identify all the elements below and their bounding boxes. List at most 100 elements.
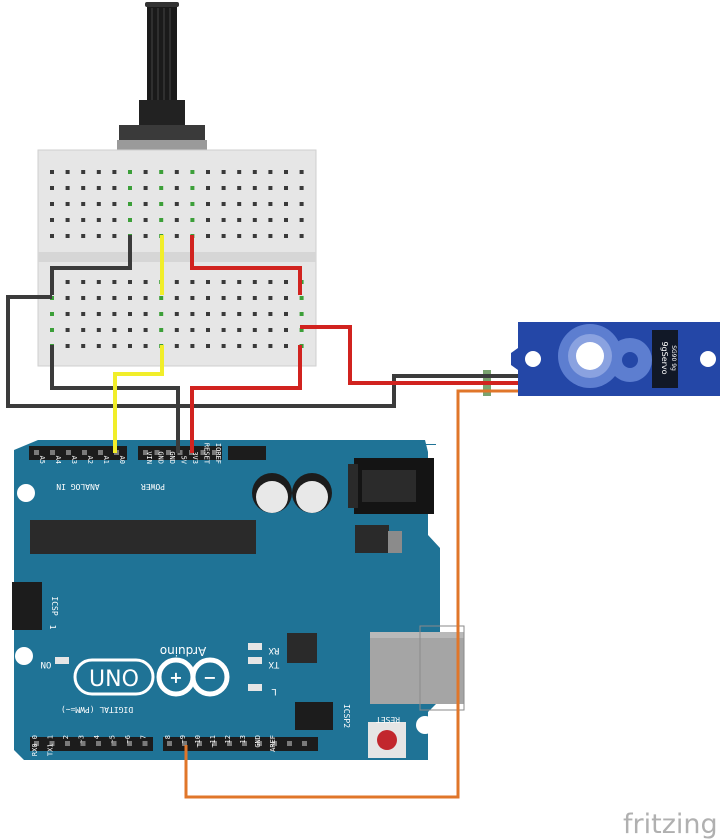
breadboard-hole (81, 296, 86, 300)
header-pin (34, 450, 39, 455)
breadboard-hole (128, 328, 132, 332)
breadboard-hole (268, 202, 273, 206)
breadboard-hole (174, 312, 179, 316)
breadboard-hole (50, 234, 54, 238)
breadboard-hole (143, 296, 148, 300)
mounting-hole (15, 647, 33, 665)
header-pin (142, 741, 148, 746)
header-pin (49, 741, 55, 746)
breadboard-hole (159, 312, 164, 316)
breadboard-hole (299, 202, 304, 206)
breadboard-hole (96, 280, 101, 284)
rx-led (248, 643, 262, 650)
breadboard-hole (128, 312, 132, 316)
breadboard-hole (112, 202, 117, 206)
breadboard-hole (284, 280, 288, 284)
breadboard-hole (252, 280, 257, 284)
breadboard-hole (81, 218, 86, 222)
breadboard-hole (112, 312, 117, 316)
breadboard-hole (174, 186, 179, 190)
digital-header-high (163, 737, 318, 751)
breadboard-hole (284, 312, 288, 316)
analog-pin-label: A4 (54, 456, 62, 464)
arduino-brand: Arduino (160, 644, 206, 658)
breadboard-hole (299, 234, 304, 238)
digital-pin-label: 13 (239, 735, 247, 743)
breadboard-hole (190, 186, 195, 190)
digital-pin-label: ~9 (179, 735, 187, 743)
header-pin (227, 741, 232, 746)
header-pin (166, 450, 171, 455)
breadboard-hole (159, 328, 164, 332)
breadboard-hole (284, 186, 288, 190)
breadboard-hole (206, 218, 210, 222)
digital-pin-label: 2 (62, 735, 70, 739)
microcontroller-chip (30, 520, 256, 554)
breadboard-hole (174, 218, 179, 222)
breadboard-hole (268, 218, 273, 222)
breadboard-hole (221, 202, 226, 206)
servo-extra-label: SG90 9g (670, 345, 677, 371)
breadboard-hole (221, 296, 226, 300)
breadboard-hole (65, 328, 70, 332)
breadboard-hole (268, 234, 273, 238)
breadboard-hole (252, 328, 257, 332)
breadboard-hole (159, 202, 164, 206)
breadboard-hole (112, 186, 117, 190)
breadboard-hole (237, 202, 242, 206)
breadboard-hole (112, 280, 117, 284)
header-pin (167, 741, 172, 746)
breadboard-hole (252, 186, 257, 190)
breadboard-hole (143, 280, 148, 284)
header-pin (50, 450, 55, 455)
red-5v-wire (190, 345, 302, 453)
usb-connector (370, 632, 464, 704)
breadboard-hole (50, 202, 54, 206)
breadboard-hole (268, 170, 273, 174)
breadboard-hole (65, 312, 70, 316)
breadboard-hole (128, 202, 132, 206)
breadboard-hole (128, 186, 132, 190)
breadboard-hole (81, 328, 86, 332)
breadboard-hole (221, 234, 226, 238)
header-pin (272, 741, 277, 746)
power-pin-label: VIN (145, 451, 153, 464)
power-pin-label: IOREF (214, 443, 222, 464)
header-pin (200, 450, 206, 455)
on-label: ON (41, 659, 52, 669)
breadboard-hole (112, 218, 117, 222)
breadboard-hole (112, 234, 117, 238)
analog-pin-label: A3 (70, 456, 78, 464)
mounting-hole (17, 484, 35, 502)
breadboard-hole (143, 202, 148, 206)
header-pin (143, 450, 148, 455)
breadboard-hole (65, 296, 70, 300)
l-led (248, 684, 262, 691)
breadboard-hole (268, 328, 273, 332)
breadboard-hole (143, 328, 148, 332)
breadboard-hole (65, 186, 70, 190)
breadboard-hole (221, 344, 226, 348)
breadboard-hole (143, 186, 148, 190)
breadboard-hole (284, 344, 288, 348)
analog-pin-label: A1 (102, 456, 110, 464)
potentiometer-body (119, 125, 205, 141)
power-title: POWER (141, 482, 165, 491)
breadboard-hole (174, 328, 179, 332)
breadboard-hole (252, 202, 257, 206)
breadboard-hole (174, 296, 179, 300)
analog-in-title: ANALOG IN (56, 482, 100, 491)
red-5v-wire (300, 325, 518, 385)
breadboard-hole (112, 170, 117, 174)
reset-label: RESET (376, 715, 400, 724)
analog-pin-label: A2 (86, 456, 94, 464)
breadboard-hole (237, 280, 242, 284)
breadboard-hole (96, 202, 101, 206)
breadboard-hole (96, 186, 101, 190)
breadboard-wires (50, 235, 302, 295)
breadboard-hole (96, 312, 101, 316)
